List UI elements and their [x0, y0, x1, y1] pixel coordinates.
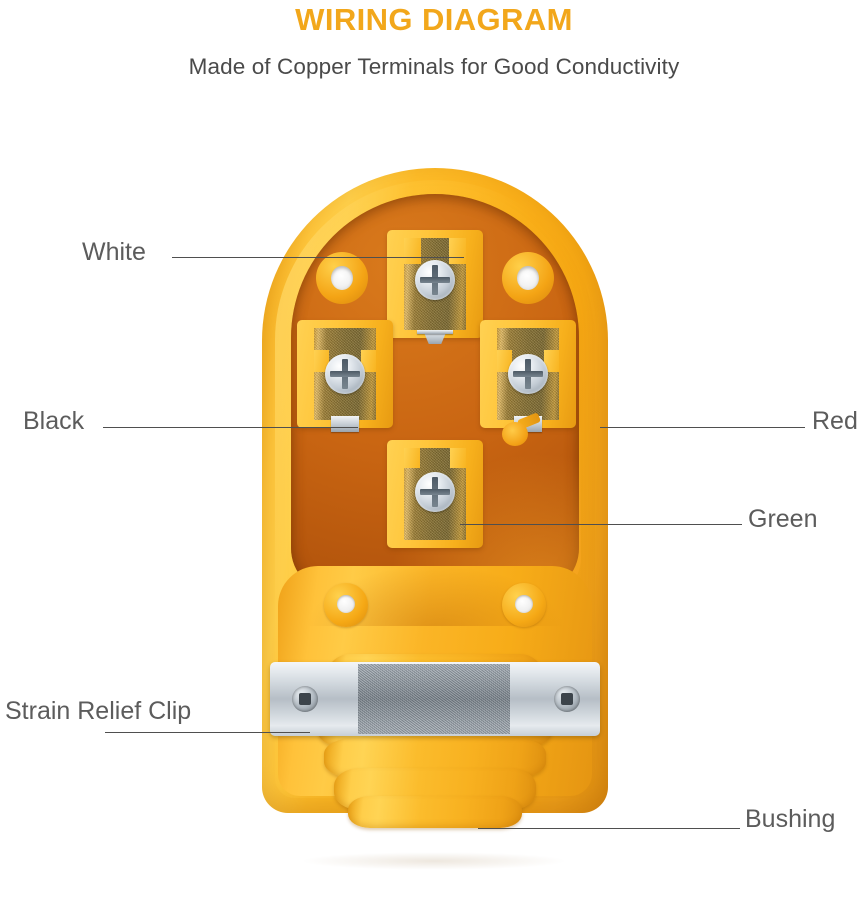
- rv-plug-assembly: [262, 168, 608, 828]
- face-vent-hole-right: [502, 252, 554, 304]
- leader-line-white: [172, 257, 464, 258]
- clip-screw-right: [554, 686, 580, 712]
- plug-shadow: [300, 852, 568, 870]
- molded-nub: [502, 422, 528, 446]
- terminal-screw: [325, 354, 365, 394]
- leader-line-bushing: [478, 828, 740, 829]
- leader-line-strain-relief-clip: [105, 732, 310, 733]
- terminal-notch: [544, 350, 559, 372]
- terminal-notch: [404, 238, 421, 264]
- callout-label-red: Red: [812, 407, 858, 435]
- page-title: WIRING DIAGRAM: [295, 2, 573, 37]
- terminal-metal-tab-bar: [417, 330, 453, 334]
- terminal-screw: [415, 260, 455, 300]
- terminal-notch: [449, 238, 466, 264]
- mounting-screw-post-left: [324, 583, 368, 627]
- callout-label-strain-relief-clip: Strain Relief Clip: [5, 697, 192, 725]
- terminal-ground-green: [387, 440, 483, 548]
- terminal-metal-tab: [331, 416, 359, 432]
- leader-line-red: [600, 427, 805, 428]
- terminal-notch: [404, 448, 420, 468]
- callout-label-bushing: Bushing: [745, 805, 836, 833]
- strain-relief-clip: [270, 662, 600, 736]
- terminal-hot-red: [480, 320, 576, 432]
- terminal-hot-black: [297, 320, 393, 432]
- terminal-notch: [361, 350, 376, 372]
- mounting-screw-post-right: [502, 583, 546, 627]
- leader-line-black: [103, 427, 358, 428]
- bushing-ring: [348, 796, 522, 828]
- callout-label-white: White: [82, 238, 146, 266]
- terminal-screw: [415, 472, 455, 512]
- leader-line-green: [460, 524, 742, 525]
- callout-label-green: Green: [748, 505, 818, 533]
- callout-label-black: Black: [23, 407, 85, 435]
- face-vent-hole-left: [316, 252, 368, 304]
- terminal-notch: [450, 448, 466, 468]
- clip-screw-left: [292, 686, 318, 712]
- page-subtitle: Made of Copper Terminals for Good Conduc…: [188, 54, 680, 79]
- terminal-neutral-white: [387, 230, 483, 344]
- terminal-screw: [508, 354, 548, 394]
